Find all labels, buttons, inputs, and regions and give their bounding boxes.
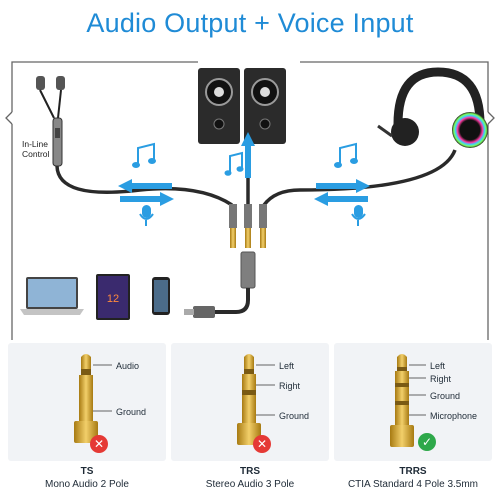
phone-image xyxy=(152,277,170,315)
earphones-image xyxy=(36,76,233,207)
page-title: Audio Output + Voice Input xyxy=(86,8,414,38)
gaming-headset-image xyxy=(262,67,488,207)
trrs-plug-image xyxy=(390,354,426,447)
trrs-description: CTIA Standard 4 Pole 3.5mm xyxy=(347,479,479,490)
trs-label-left: Left xyxy=(279,361,295,371)
illustration-frame xyxy=(5,61,495,340)
splitter-jack xyxy=(184,251,256,318)
trrs-plug-panel: ✓ Left Right Ground Microphone xyxy=(334,343,492,461)
trs-description: Stereo Audio 3 Pole xyxy=(205,479,295,490)
trs-code: TRS xyxy=(240,466,260,477)
tablet-image: 12 xyxy=(96,274,130,320)
trrs-code: TRRS xyxy=(399,466,427,477)
x-icon: ✕ xyxy=(90,435,108,453)
ts-plug-panel: ✕ Audio Ground xyxy=(8,343,166,461)
audio-flow-arrows xyxy=(118,132,370,206)
x-icon: ✕ xyxy=(253,435,271,453)
trs-plug-panel: ✕ Left Right Ground xyxy=(171,343,329,461)
ts-description: Mono Audio 2 Pole xyxy=(45,479,129,490)
splitter-plugs xyxy=(229,204,267,248)
trrs-label-left: Left xyxy=(430,361,446,371)
laptop-image xyxy=(20,277,84,315)
inline-control-label: In-Line Control xyxy=(22,139,50,159)
trs-plug-image xyxy=(237,354,275,445)
check-icon: ✓ xyxy=(418,433,436,451)
connection-illustration: 12 xyxy=(5,61,495,340)
music-note-icon xyxy=(132,142,358,176)
ts-label-ground: Ground xyxy=(116,407,147,417)
svg-text:12: 12 xyxy=(107,293,119,305)
speakers-image xyxy=(198,68,286,205)
trrs-label-ground: Ground xyxy=(430,391,461,401)
ts-label-audio: Audio xyxy=(116,361,140,371)
ts-code: TS xyxy=(80,466,94,477)
trs-label-right: Right xyxy=(279,381,301,391)
trs-label-ground: Ground xyxy=(279,411,310,421)
trrs-label-right: Right xyxy=(430,374,452,384)
trrs-label-microphone: Microphone xyxy=(430,411,478,421)
ts-plug-image xyxy=(74,354,112,443)
microphone-icon xyxy=(139,205,366,226)
